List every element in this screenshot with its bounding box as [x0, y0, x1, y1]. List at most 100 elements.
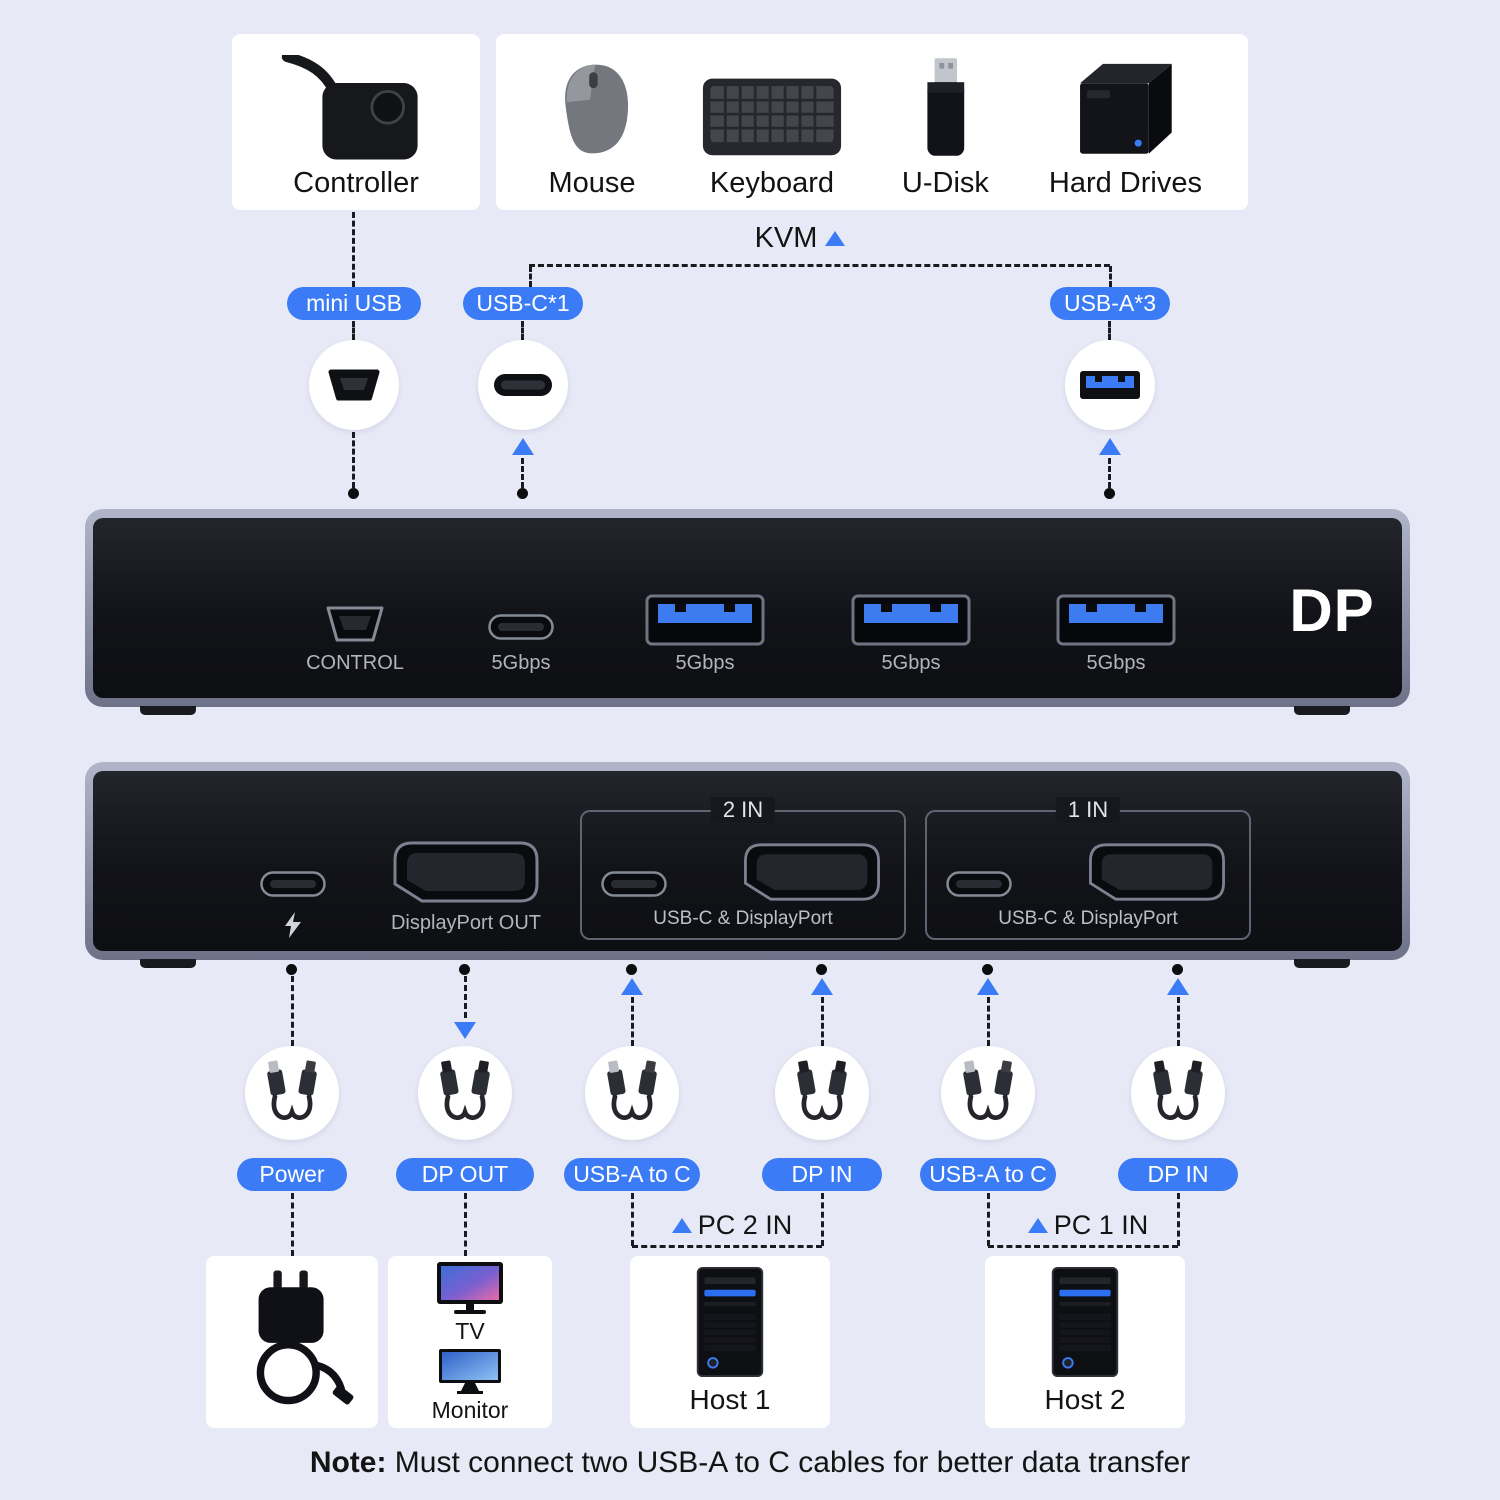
connector-line	[521, 321, 524, 340]
pc1-in-label: PC 1 IN	[1053, 1210, 1149, 1240]
section-2-title: 2 IN	[710, 797, 776, 823]
device-foot	[140, 706, 196, 715]
usb-a-5gbps-label: 5Gbps	[675, 652, 735, 674]
connector-line	[464, 976, 467, 1018]
dp-cable-icon	[1153, 1060, 1203, 1121]
host2-card: Host 2	[985, 1256, 1185, 1428]
footnote: Note: Must connect two USB-A to C cables…	[0, 1446, 1500, 1480]
udisk-label: U-Disk	[901, 167, 989, 199]
usb-a-5gbps-label: 5Gbps	[1086, 652, 1146, 674]
usb-a-5gbps-port-icon	[1056, 594, 1176, 646]
pill-usb-a: USB-A*3	[1050, 287, 1170, 320]
control-port-label: CONTROL	[306, 652, 404, 674]
connector-line	[987, 1193, 990, 1246]
arrow-up-icon	[1099, 438, 1121, 455]
controller-label: Controller	[293, 167, 419, 199]
pc1-in-label-group: PC 1 IN	[1003, 1210, 1173, 1241]
connector-line	[1108, 458, 1111, 488]
pill-mini-usb: mini USB	[287, 287, 421, 320]
host1-tower-image	[696, 1266, 764, 1378]
footnote-prefix: Note:	[309, 1446, 387, 1479]
peripherals-card: Mouse Keyboard U-Disk	[496, 34, 1248, 210]
pill-dp-in: DP IN	[762, 1158, 882, 1191]
arrow-up-icon	[621, 978, 643, 995]
usb-a-to-c-cable-badge	[585, 1046, 679, 1140]
dp-brand-label: DP	[1289, 577, 1375, 644]
displayport-out-port-icon	[393, 841, 539, 903]
peripheral-keyboard: Keyboard	[702, 44, 842, 200]
pill-usb-a-to-c: USB-A to C	[564, 1158, 700, 1191]
connector-line	[529, 264, 1110, 267]
displayport-in-2-port-icon	[744, 843, 880, 901]
pc2-in-label: PC 2 IN	[697, 1210, 793, 1240]
power-cable-icon	[267, 1060, 317, 1121]
usb-c-in-2-port-icon	[601, 871, 667, 897]
connector-dot	[517, 488, 528, 499]
arrow-up-icon	[825, 231, 846, 246]
hard-drives-label: Hard Drives	[1048, 167, 1202, 199]
dp-in-cable-badge	[775, 1046, 869, 1140]
connector-line	[352, 212, 355, 287]
controller-image	[281, 55, 418, 160]
connector-line	[521, 458, 524, 488]
section-1-title: 1 IN	[1055, 797, 1121, 823]
device-foot	[1294, 706, 1350, 715]
usb-c-5gbps-label: 5Gbps	[491, 652, 551, 674]
pc2-in-label-group: PC 2 IN	[647, 1210, 817, 1241]
hard-drive-image	[1080, 63, 1173, 154]
tv-label: TV	[455, 1318, 485, 1344]
connector-dot	[816, 964, 827, 975]
controller-card: Controller	[232, 34, 480, 210]
usb-cable-icon	[607, 1060, 657, 1121]
connector-dot	[348, 488, 359, 499]
connector-line	[631, 1193, 634, 1246]
pill-usb-a-to-c: USB-A to C	[920, 1158, 1056, 1191]
dp-cable-icon	[440, 1060, 490, 1121]
connector-line	[1108, 321, 1111, 340]
connector-line	[632, 1245, 822, 1248]
device-foot	[1294, 959, 1350, 968]
arrow-up-icon	[1167, 978, 1189, 995]
usb-a-to-c-cable-badge	[941, 1046, 1035, 1140]
connector-dot	[626, 964, 637, 975]
device-foot	[140, 959, 196, 968]
monitor-image	[439, 1349, 501, 1394]
peripheral-udisk: U-Disk	[902, 44, 989, 200]
pill-usb-c: USB-C*1	[463, 287, 583, 320]
connector-line	[291, 976, 294, 1046]
usb-a-5gbps-port-icon	[851, 594, 971, 646]
arrow-up-icon	[1027, 1218, 1048, 1233]
pill-dp-out: DP OUT	[396, 1158, 534, 1191]
arrow-up-icon	[512, 438, 534, 455]
input-section-1: 1 IN	[925, 797, 1251, 940]
keyboard-image	[702, 78, 842, 156]
arrow-up-icon	[671, 1218, 692, 1233]
power-cable-badge	[245, 1046, 339, 1140]
keyboard-label: Keyboard	[709, 167, 835, 199]
control-mini-usb-port-icon	[326, 606, 384, 642]
dp-in-cable-badge	[1131, 1046, 1225, 1140]
connector-line	[529, 266, 532, 287]
usb-cable-icon	[963, 1060, 1013, 1121]
connector-line	[821, 1193, 824, 1246]
usb-c-in-1-port-icon	[946, 871, 1012, 897]
host1-label: Host 1	[689, 1384, 771, 1415]
tv-image	[437, 1262, 503, 1314]
connector-line	[352, 321, 355, 340]
input-section-2: 2 IN	[580, 797, 906, 940]
connector-line	[631, 997, 634, 1046]
power-adapter-image	[256, 1270, 354, 1405]
pill-power: Power	[237, 1158, 347, 1191]
connector-line	[821, 997, 824, 1046]
connector-dot	[1172, 964, 1183, 975]
usb-c-port-badge	[478, 340, 568, 430]
peripheral-mouse: Mouse	[542, 44, 642, 200]
connector-line	[1109, 266, 1112, 287]
arrow-up-icon	[811, 978, 833, 995]
connector-dot	[1104, 488, 1115, 499]
tv-monitor-card: TV Monitor	[388, 1256, 552, 1428]
power-bolt-icon	[285, 912, 301, 938]
connector-line	[988, 1245, 1178, 1248]
connector-dot	[459, 964, 470, 975]
